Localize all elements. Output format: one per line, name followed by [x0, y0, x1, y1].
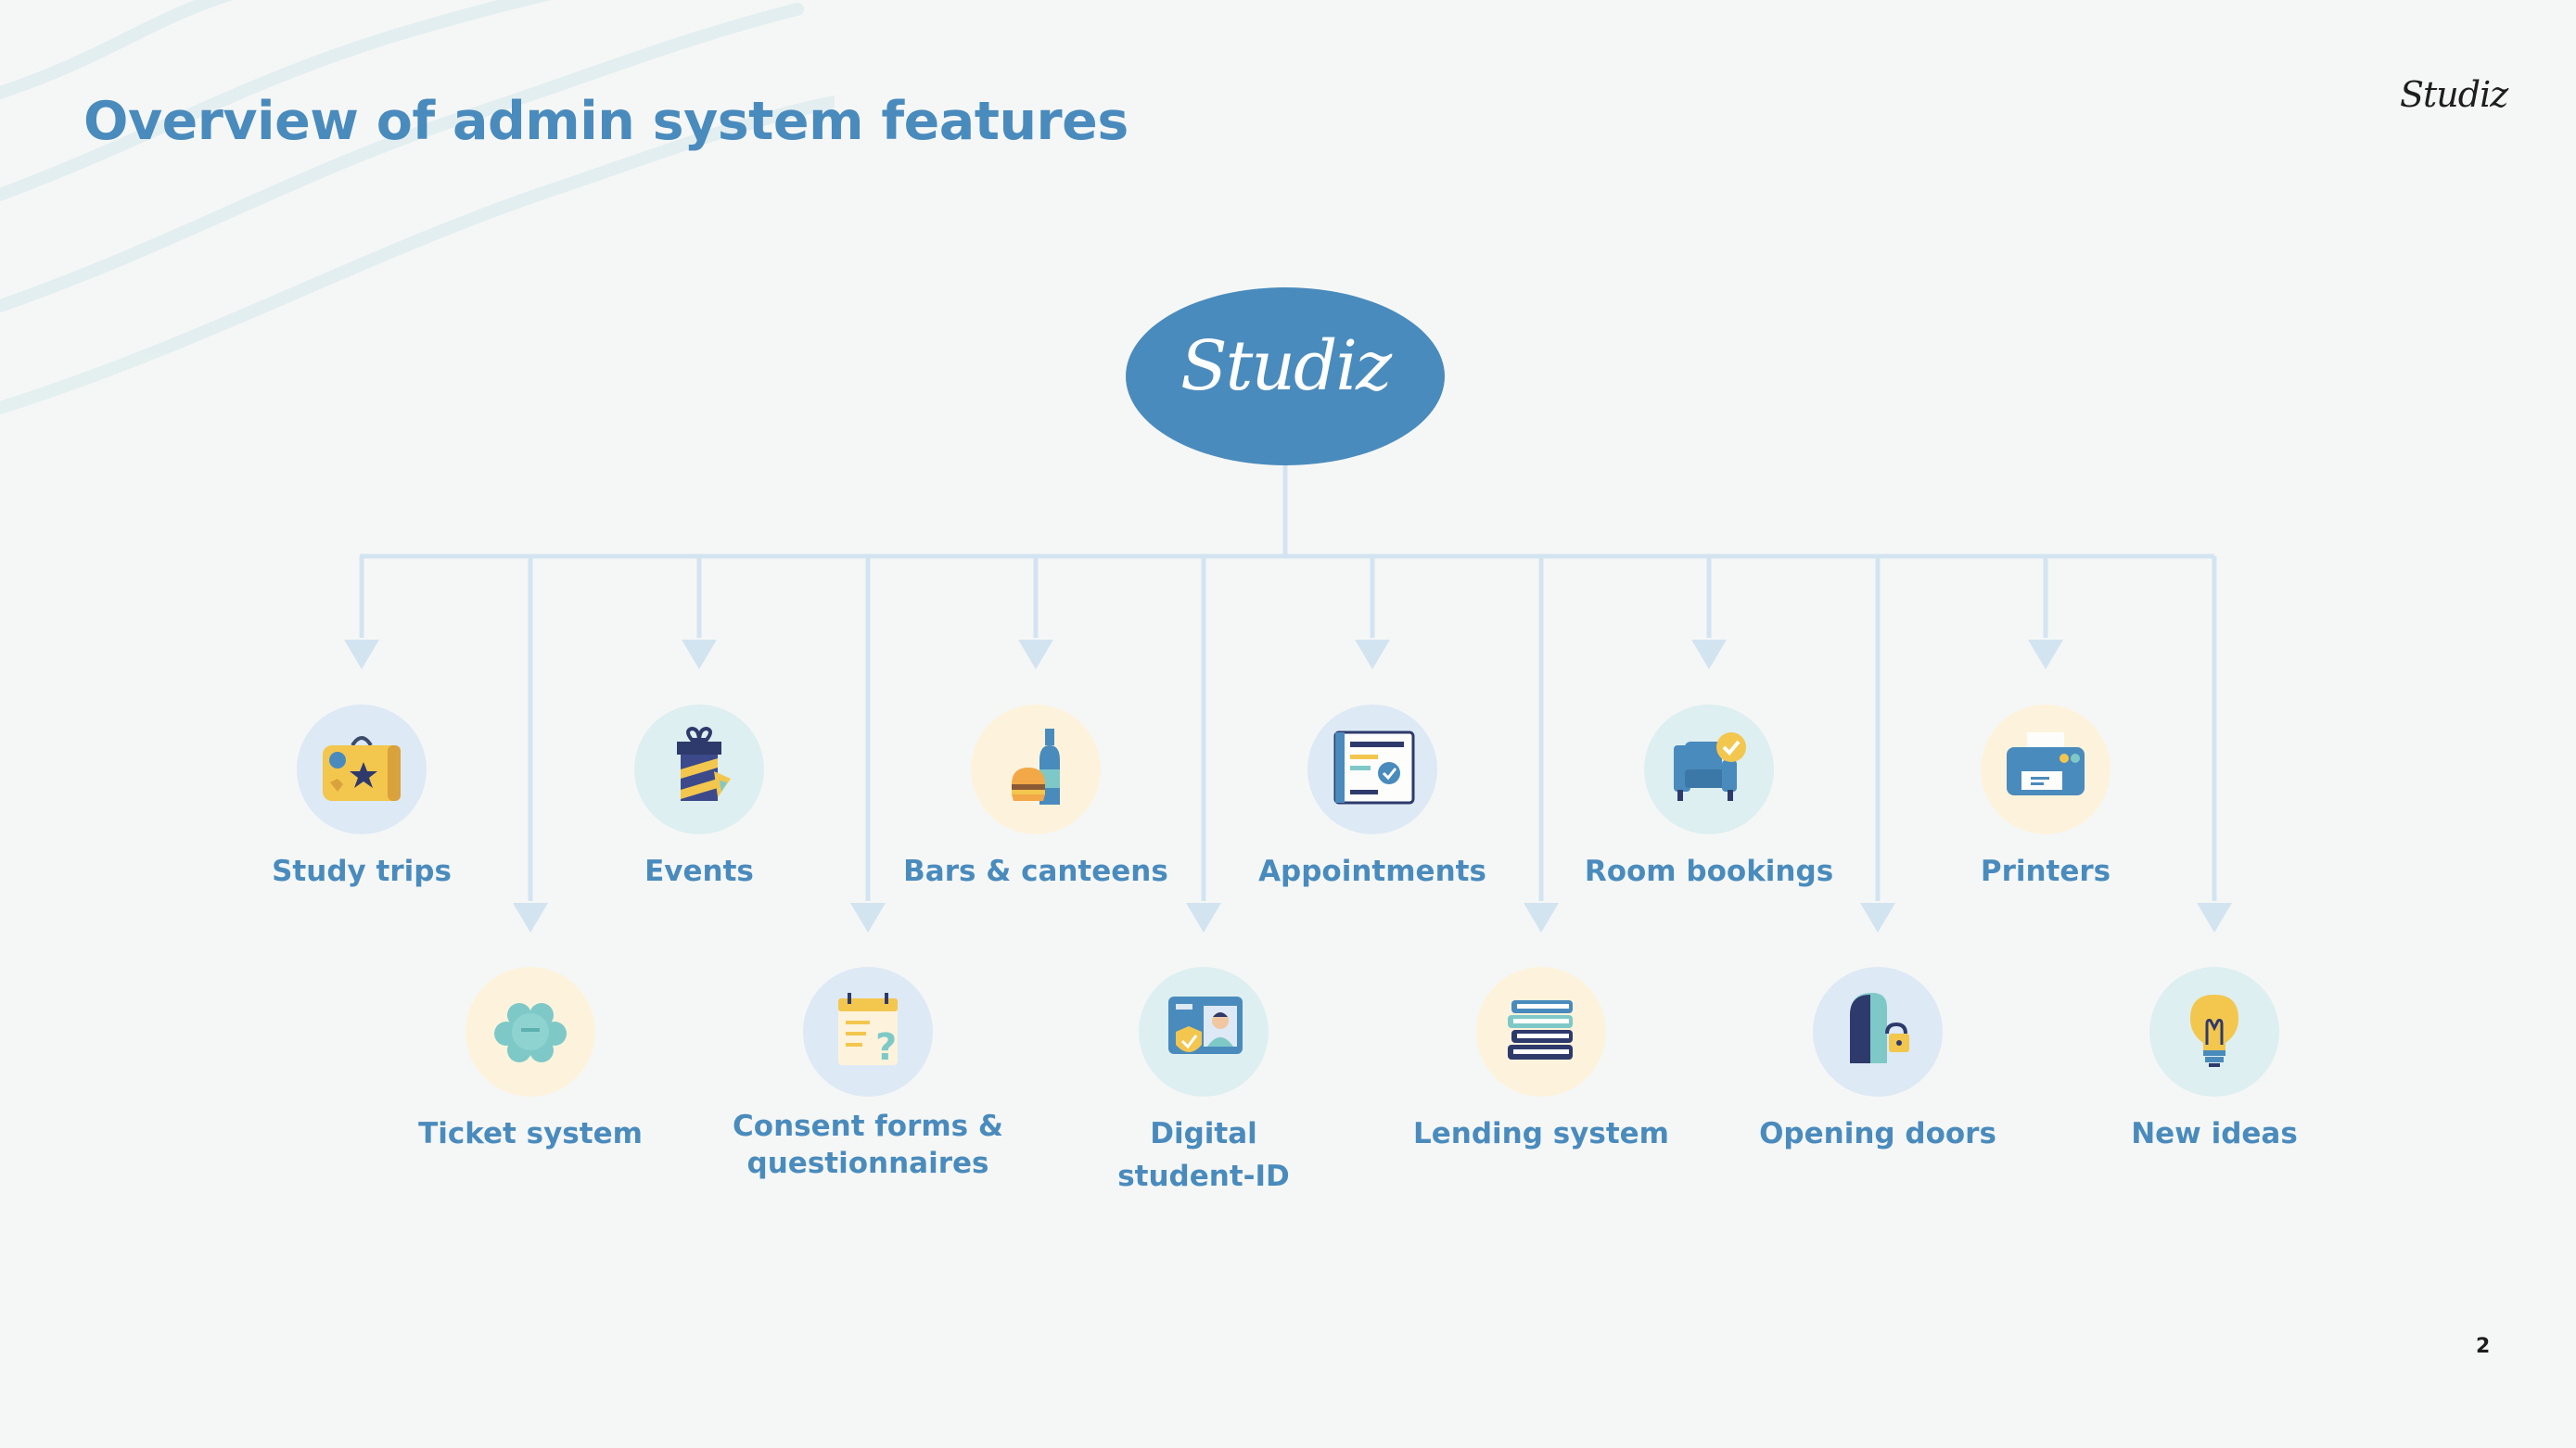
svg-text:?: ?	[875, 1026, 897, 1069]
hub-ellipse	[1126, 287, 1445, 465]
feature-label: Ticket system	[418, 1117, 643, 1150]
feature-circle	[1813, 967, 1943, 1097]
background-wave-decoration	[0, 0, 835, 414]
ticket-cluster-icon	[494, 1003, 567, 1062]
feature-circle	[1644, 705, 1774, 834]
feature-label: New ideas	[2131, 1117, 2298, 1150]
lightbulb-icon	[2190, 995, 2238, 1067]
feature-label: Study trips	[272, 855, 452, 888]
feature-circle	[465, 967, 595, 1097]
feature-label: Events	[644, 855, 754, 888]
books-icon	[1508, 1000, 1573, 1060]
feature-label: Appointments	[1258, 855, 1486, 888]
feature-label: Room bookings	[1584, 855, 1834, 888]
feature-label: Consent forms & questionnaires	[701, 1108, 1035, 1182]
feature-label-line1: Consent forms &	[733, 1110, 1003, 1143]
feature-label: Digital student-ID	[1037, 1115, 1371, 1195]
feature-label: Printers	[1980, 855, 2111, 888]
feature-label-line2: student-ID	[1117, 1160, 1290, 1193]
feature-label-line1: Digital	[1150, 1117, 1257, 1150]
armchair-check-icon	[1674, 732, 1746, 801]
gift-icon	[677, 726, 731, 801]
id-card-icon	[1168, 997, 1243, 1054]
page-number: 2	[2476, 1335, 2491, 1358]
feature-circle	[1139, 967, 1269, 1097]
suitcase-icon	[323, 736, 401, 801]
hub-label: Studiz	[1180, 326, 1392, 406]
feature-circle: ?	[803, 967, 933, 1097]
feature-label: Lending system	[1413, 1117, 1669, 1150]
feature-label-line2: questionnaires	[746, 1147, 989, 1180]
calendar-question-icon: ?	[838, 993, 898, 1069]
door-lock-icon	[1850, 993, 1909, 1063]
feature-label: Opening doors	[1759, 1117, 1996, 1150]
brand-logo: Studiz	[2400, 74, 2508, 115]
feature-circle	[2149, 967, 2279, 1097]
feature-circle	[1981, 705, 2111, 834]
feature-circle	[971, 705, 1101, 834]
feature-circle	[297, 705, 427, 834]
burger-bottle-icon	[1012, 729, 1060, 805]
feature-label: Bars & canteens	[903, 855, 1168, 888]
feature-circle	[1307, 705, 1437, 834]
printer-icon	[2007, 732, 2085, 795]
feature-circle	[1476, 967, 1606, 1097]
feature-circle	[634, 705, 764, 834]
page-title: Overview of admin system features	[83, 91, 1129, 152]
appointment-calendar-icon	[1333, 730, 1415, 805]
